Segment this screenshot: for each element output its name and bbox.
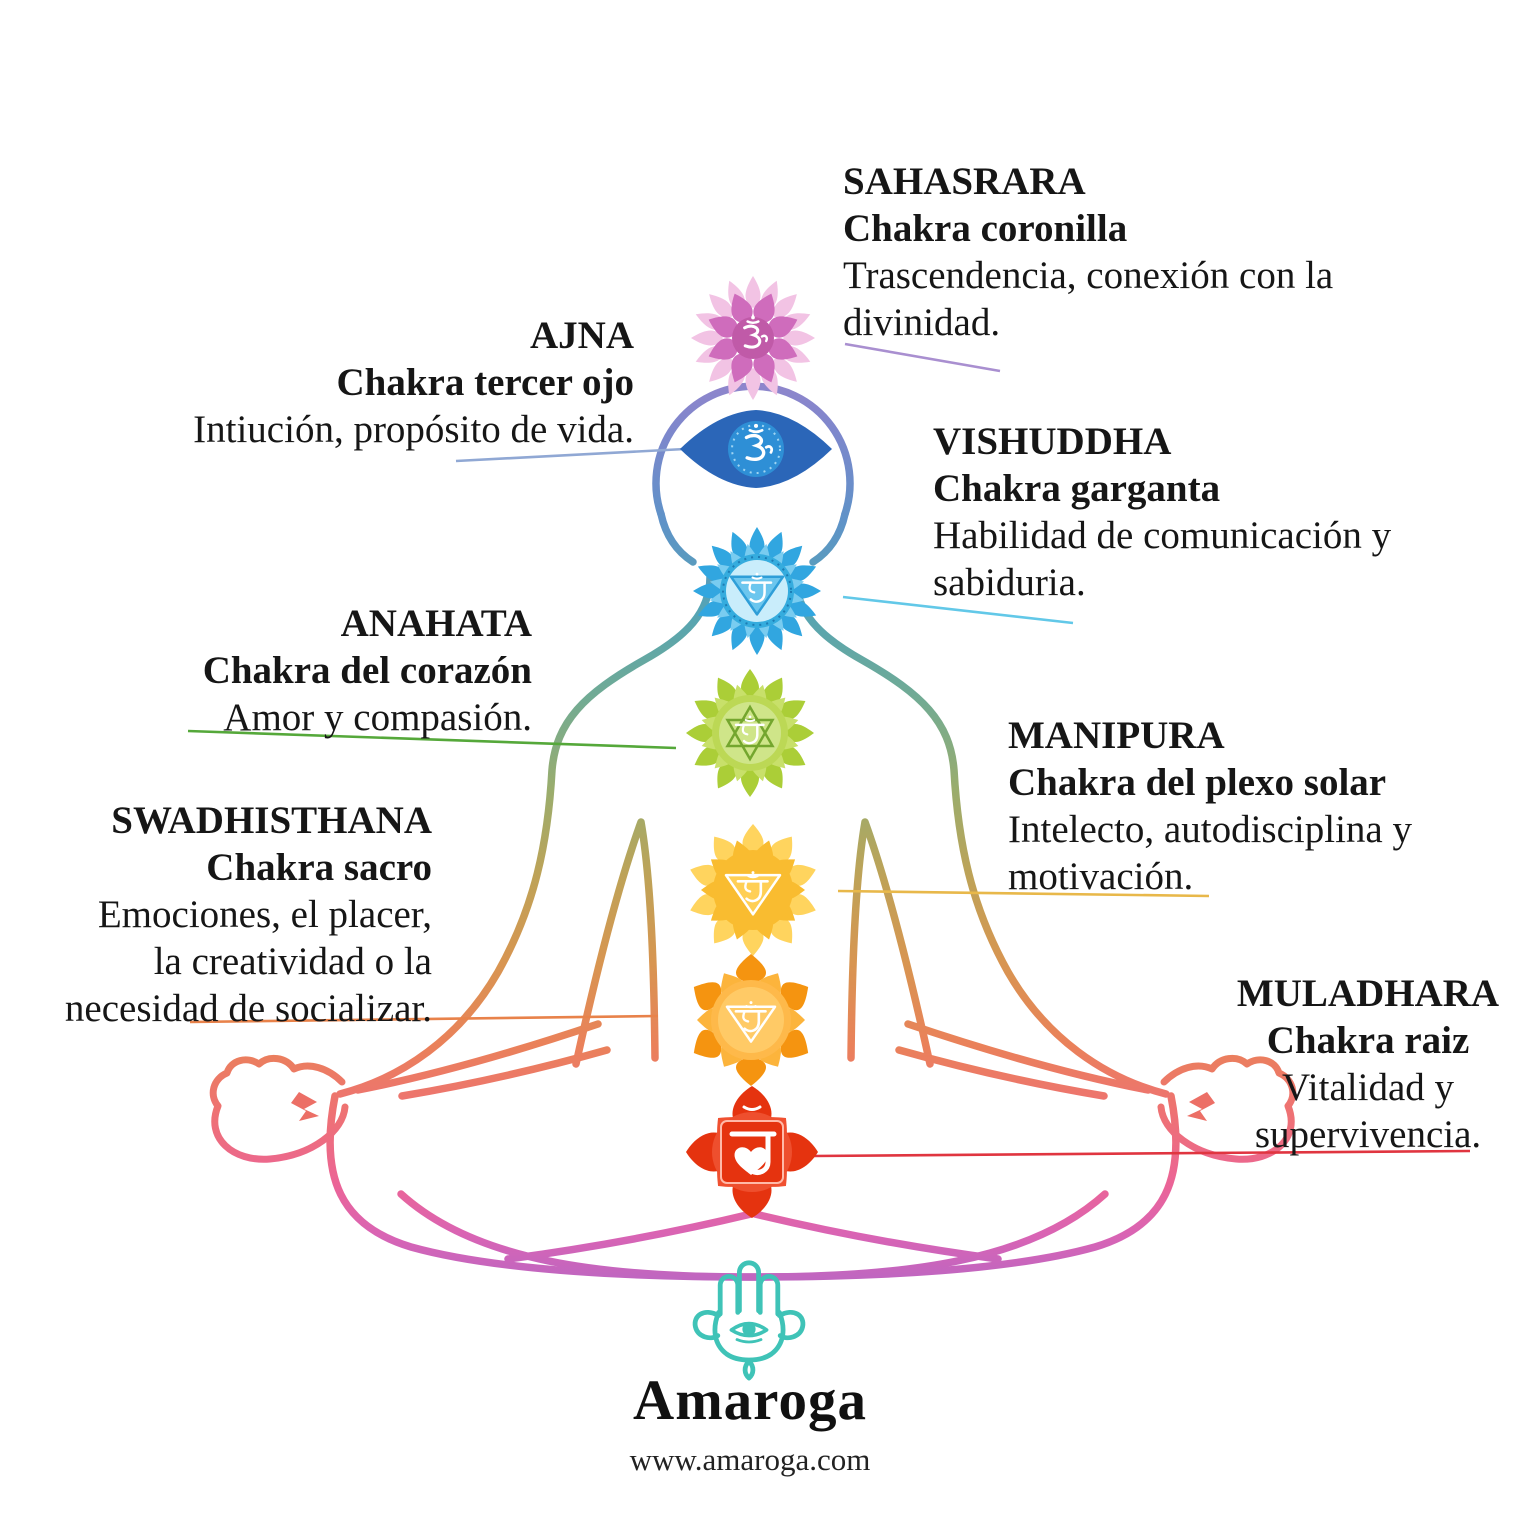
hamsa-eye-pupil <box>744 1324 754 1334</box>
chakra-desc-line: Amor y compasión. <box>223 696 532 739</box>
label-manipura: MANIPURA Chakra del plexo solar Intelect… <box>1008 712 1412 900</box>
chakra-desc-line: divinidad. <box>843 301 1001 344</box>
chakra-name: SAHASRARA <box>843 160 1086 203</box>
hamsa-thumb-left <box>692 1310 721 1341</box>
chakra-desc-line: Trascendencia, conexión con la <box>843 254 1334 297</box>
chakra-subtitle: Chakra raiz <box>1266 1019 1470 1062</box>
jaw-left <box>657 510 697 566</box>
body-outline <box>209 382 1297 1281</box>
chakra-desc-line: Vitalidad y <box>1281 1066 1455 1109</box>
hamsa-thumb-right <box>777 1310 806 1341</box>
connector-manipura <box>837 889 1210 898</box>
chakra-desc-line: supervivencia. <box>1254 1113 1482 1156</box>
chakra-desc-line: Intelecto, autodisciplina y <box>1008 808 1412 851</box>
muladhara-chakra-icon <box>686 1086 818 1218</box>
chakra-subtitle: Chakra coronilla <box>843 207 1128 250</box>
right-thigh-inner <box>895 1046 1108 1100</box>
chakra-subtitle: Chakra sacro <box>206 846 432 889</box>
label-sahasrara: SAHASRARA Chakra coronilla Trascendencia… <box>843 158 1333 346</box>
right-shin-line <box>751 1210 1002 1263</box>
chakra-name: VISHUDDHA <box>933 420 1172 463</box>
chakra-icons <box>680 276 832 1218</box>
swadhisthana-chakra-icon <box>693 954 809 1086</box>
right-leg-hull <box>397 1092 1180 1281</box>
chakra-name: MULADHARA <box>1236 972 1500 1015</box>
hamsa-eye-outline <box>729 1321 769 1338</box>
left-inner-arm <box>572 818 659 1068</box>
connector-muladhara <box>811 1149 1471 1158</box>
website-url: www.amaroga.com <box>629 1442 871 1477</box>
label-muladhara: MULADHARA Chakra raiz Vitalidad y superv… <box>1218 970 1518 1158</box>
hamsa-hand-icon <box>692 1260 806 1381</box>
connector-sahasrara <box>844 342 1001 373</box>
left-shin-line <box>504 1210 755 1263</box>
chakra-desc-line: sabiduria. <box>933 561 1086 604</box>
chakra-desc-line: la creatividad o la <box>153 940 432 983</box>
chakra-subtitle: Chakra del plexo solar <box>1008 761 1387 804</box>
brand-wordmark: Amaroga <box>633 1369 867 1432</box>
connector-swadhisthana <box>189 1014 659 1024</box>
chakra-subtitle: Chakra garganta <box>933 467 1221 510</box>
hamsa-finger-middle <box>736 1260 762 1314</box>
connector-vishuddha <box>842 595 1074 625</box>
chakra-name: ANAHATA <box>340 602 532 645</box>
left-hand-mudra <box>209 1054 349 1163</box>
left-thigh-inner <box>398 1046 611 1100</box>
chakra-desc-line: necesidad de socializar. <box>64 987 432 1030</box>
vishuddha-chakra-icon <box>693 527 821 655</box>
hamsa-finger-left <box>717 1274 741 1317</box>
chakra-desc-line: motivación. <box>1008 855 1194 898</box>
chakra-desc-line: Habilidad de comunicación y <box>933 514 1392 557</box>
label-ajna: AJNA Chakra tercer ojo Intiución, propós… <box>100 312 634 453</box>
left-shoulder-arm <box>336 573 714 1098</box>
left-leg-hull <box>326 1092 1109 1281</box>
connector-anahata <box>187 729 677 750</box>
hamsa-leaf <box>742 1358 756 1381</box>
right-hand-mudra <box>1157 1054 1297 1163</box>
chakra-desc-line: Emociones, el placer, <box>97 893 432 936</box>
connector-ajna <box>455 447 686 463</box>
left-thigh <box>354 1020 602 1094</box>
chakra-desc-line: Intiución, propósito de vida. <box>193 408 634 451</box>
hamsa-eye-iris <box>742 1322 756 1336</box>
manipura-chakra-icon <box>690 824 816 956</box>
right-inner-arm <box>847 818 934 1068</box>
chakra-subtitle: Chakra del corazón <box>202 649 532 692</box>
anahata-chakra-icon <box>686 669 814 797</box>
hamsa-eye-lash <box>735 1338 763 1344</box>
chakra-name: MANIPURA <box>1008 714 1225 757</box>
label-swadhisthana: SWADHISTHANA Chakra sacro Emociones, el … <box>28 797 432 1032</box>
label-vishuddha: VISHUDDHA Chakra garganta Habilidad de c… <box>933 418 1391 606</box>
chakra-name: AJNA <box>530 314 634 357</box>
chakra-name: SWADHISTHANA <box>111 799 432 842</box>
label-anahata: ANAHATA Chakra del corazón Amor y compas… <box>80 600 532 741</box>
jaw-right <box>809 510 849 566</box>
connector-lines <box>187 342 1471 1158</box>
sahasrara-chakra-icon <box>691 276 815 400</box>
ajna-chakra-icon <box>680 410 832 488</box>
right-thigh <box>904 1020 1152 1094</box>
right-shoulder-arm <box>792 573 1170 1098</box>
hamsa-finger-right <box>757 1274 781 1317</box>
chakra-subtitle: Chakra tercer ojo <box>336 361 634 404</box>
